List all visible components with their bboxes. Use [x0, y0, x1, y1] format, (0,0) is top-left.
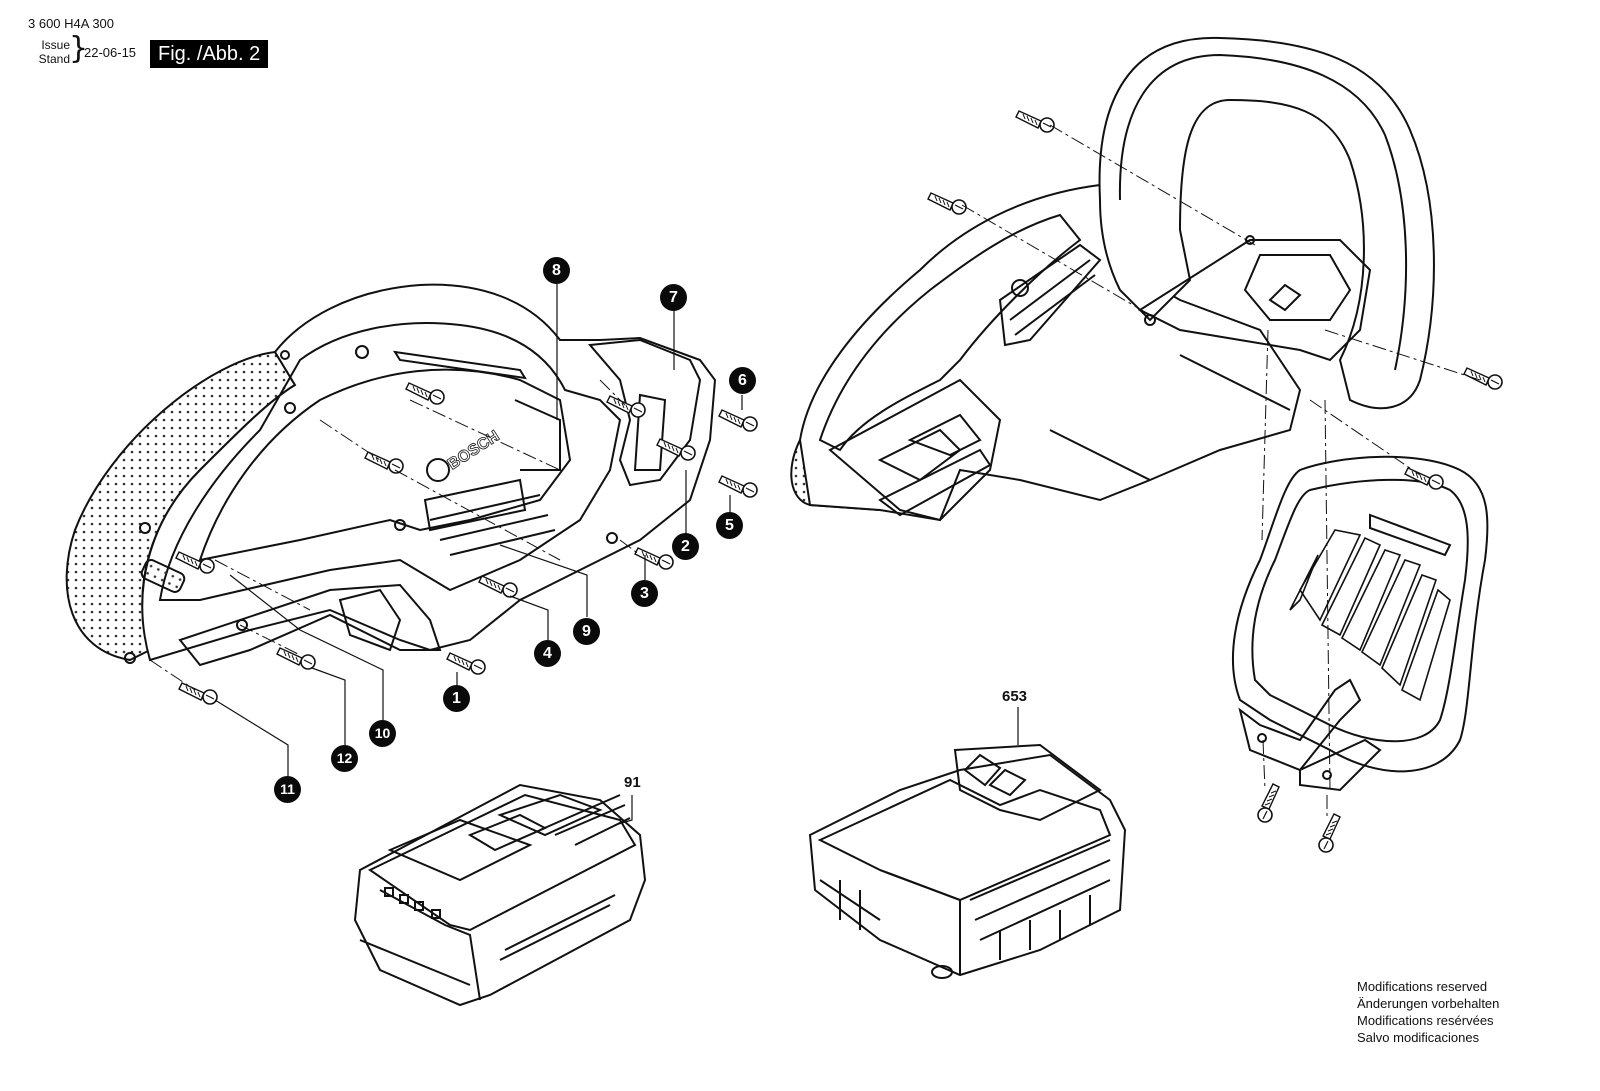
callout-11: 11 — [274, 776, 301, 803]
left-housing — [65, 283, 717, 667]
callout-1: 1 — [443, 685, 470, 712]
note-en: Modifications reserved — [1357, 979, 1488, 994]
callout-7: 7 — [660, 284, 687, 311]
right-housing — [790, 36, 1435, 522]
part-number: 3 600 H4A 300 — [28, 16, 115, 31]
callout-5: 5 — [716, 512, 743, 539]
battery-pack — [353, 783, 647, 1007]
part-label-battery: 91 — [624, 774, 641, 791]
callout-2: 2 — [672, 533, 699, 560]
modifications-notice: Modifications reserved Änderungen vorbeh… — [1357, 978, 1499, 1046]
callout-6: 6 — [729, 367, 756, 394]
callout-9: 9 — [573, 618, 600, 645]
issue-stand-label: Issue Stand — [30, 38, 70, 66]
leader-lines — [214, 284, 1019, 826]
note-de: Änderungen vorbehalten — [1357, 996, 1500, 1011]
callout-8: 8 — [543, 257, 570, 284]
hand-guard — [1231, 455, 1489, 792]
note-es: Salvo modificaciones — [1357, 1030, 1480, 1045]
callout-12: 12 — [331, 745, 358, 772]
issue-date: 22-06-15 — [84, 45, 137, 60]
center-lines — [149, 124, 1481, 818]
figure-label: Fig. /Abb. 2 — [150, 40, 269, 68]
issue-label: Issue — [41, 38, 70, 52]
callout-10: 10 — [369, 720, 396, 747]
part-label-charger: 653 — [1002, 688, 1028, 705]
callout-3: 3 — [631, 580, 658, 607]
charger — [808, 743, 1127, 979]
brace-glyph: } — [69, 31, 89, 66]
note-fr: Modifications resérvées — [1357, 1013, 1494, 1028]
callout-4: 4 — [534, 640, 561, 667]
stand-label: Stand — [38, 52, 70, 66]
